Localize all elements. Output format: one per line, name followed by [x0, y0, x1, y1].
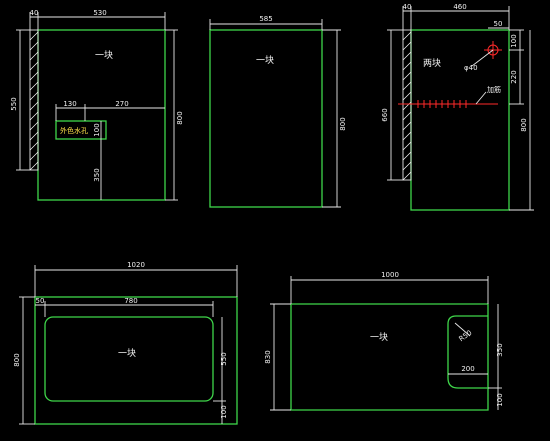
panel-1-cutout-label: 外色水孔 — [60, 126, 88, 135]
panel-1-strip-width: 40 — [30, 9, 39, 17]
panel-1-label: 一块 — [95, 49, 113, 61]
panel-5-radius: R50 — [458, 329, 474, 343]
panel-4-right-inner: 550 — [220, 352, 228, 365]
panel-5-top-width: 1000 — [381, 271, 399, 279]
panel-4-left-height: 800 — [13, 353, 21, 366]
panel-5-label: 一块 — [370, 331, 388, 343]
panel-4-basin — [44, 316, 214, 402]
panel-2-right-height: 800 — [339, 117, 347, 130]
panel-3-hole-label: φ40 — [464, 64, 478, 72]
panel-3-outline — [410, 29, 510, 211]
panel-5-notch-width: 200 — [461, 365, 474, 373]
panel-2-top-width: 585 — [259, 15, 272, 23]
panel-1-lower-height: 350 — [93, 168, 101, 181]
panel-2: 585 800 一块 — [209, 15, 347, 208]
panel-1: 外色水孔 40 530 130 270 550 800 100 350 一块 — [10, 9, 184, 201]
panel-3-left-height: 660 — [381, 108, 389, 121]
panel-2-label: 一块 — [256, 54, 274, 66]
panel-3-right-mid: 220 — [510, 70, 518, 83]
panel-4-inner-left: 50 — [36, 297, 45, 305]
panel-4: 1020 50 780 800 550 100 一块 — [13, 261, 238, 425]
panel-3-right-height: 800 — [520, 118, 528, 131]
panel-1-right-height: 800 — [176, 111, 184, 124]
panel-1-left-height: 550 — [10, 97, 18, 110]
panel-3-top-width: 460 — [453, 3, 466, 11]
panel-3-label: 两块 — [423, 57, 441, 69]
panel-3-rib-line — [398, 100, 498, 108]
panel-3-right-small: 100 — [510, 34, 518, 47]
panel-2-outline — [209, 29, 323, 208]
panel-5-outline — [290, 303, 489, 411]
panel-4-outline — [34, 296, 238, 425]
panel-3-wall-hatch — [402, 29, 412, 181]
panel-5-right-height: 350 — [496, 343, 504, 356]
panel-5: 1000 830 R50 350 100 200 一块 — [264, 271, 504, 411]
panel-4-right-bottom: 100 — [220, 405, 228, 418]
panel-3-rib-label: 加筋 — [487, 85, 501, 94]
panel-4-label: 一块 — [118, 347, 136, 359]
panel-3: 40 460 50 φ40 100 220 800 660 加筋 两块 — [381, 3, 534, 211]
panel-1-inner-b: 270 — [115, 100, 128, 108]
panel-5-right-bottom: 100 — [496, 393, 504, 406]
panel-3-small-width: 50 — [494, 20, 503, 28]
panel-1-wall-hatch — [29, 29, 39, 171]
panel-4-top-width: 1020 — [127, 261, 145, 269]
panel-1-inner-a: 130 — [63, 100, 76, 108]
panel-1-top-width: 530 — [93, 9, 106, 17]
panel-1-cutout — [55, 120, 107, 140]
panel-3-strip-width: 40 — [403, 3, 412, 11]
panel-1-inner-height: 100 — [93, 123, 101, 136]
panel-5-left-height: 830 — [264, 350, 272, 363]
panel-4-inner-top: 780 — [124, 297, 137, 305]
